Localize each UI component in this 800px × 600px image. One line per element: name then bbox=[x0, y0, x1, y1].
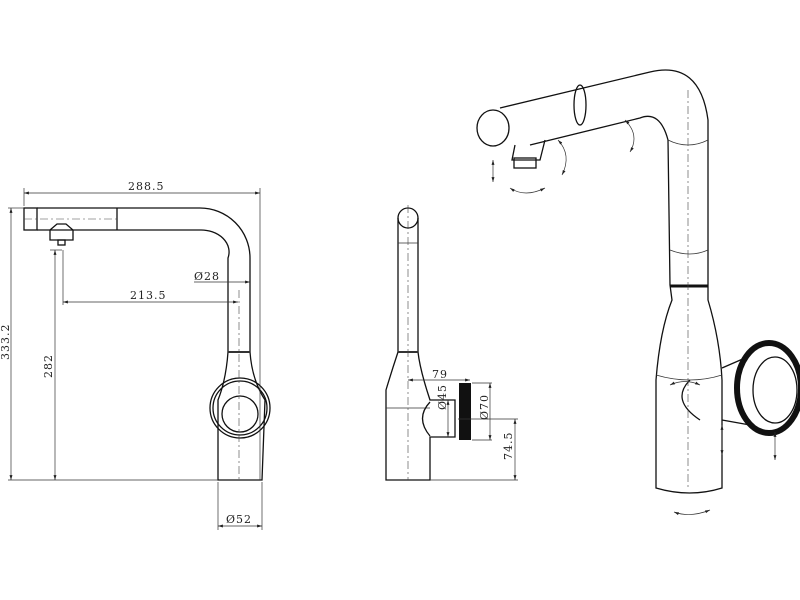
dim-spout-height: 282 bbox=[42, 354, 55, 378]
dim-overall-width: 288.5 bbox=[128, 180, 165, 193]
side-view-faucet bbox=[23, 207, 271, 481]
dim-handle-stub-diameter: Ø45 bbox=[436, 384, 449, 410]
dim-handle-offset: 79 bbox=[432, 368, 448, 381]
side-view-dimensions bbox=[8, 188, 263, 530]
dim-spout-reach: 213.5 bbox=[130, 289, 167, 302]
front-view-dimensions bbox=[408, 378, 518, 481]
dim-handle-height: 74.5 bbox=[502, 432, 515, 461]
dim-base-diameter: Ø52 bbox=[226, 513, 252, 526]
perspective-view-faucet bbox=[476, 69, 800, 516]
front-view-faucet bbox=[385, 205, 471, 481]
dim-handle-knob-diameter: Ø70 bbox=[478, 394, 491, 420]
dim-overall-height: 333.2 bbox=[0, 324, 12, 361]
dim-pipe-diameter: Ø28 bbox=[194, 270, 220, 283]
